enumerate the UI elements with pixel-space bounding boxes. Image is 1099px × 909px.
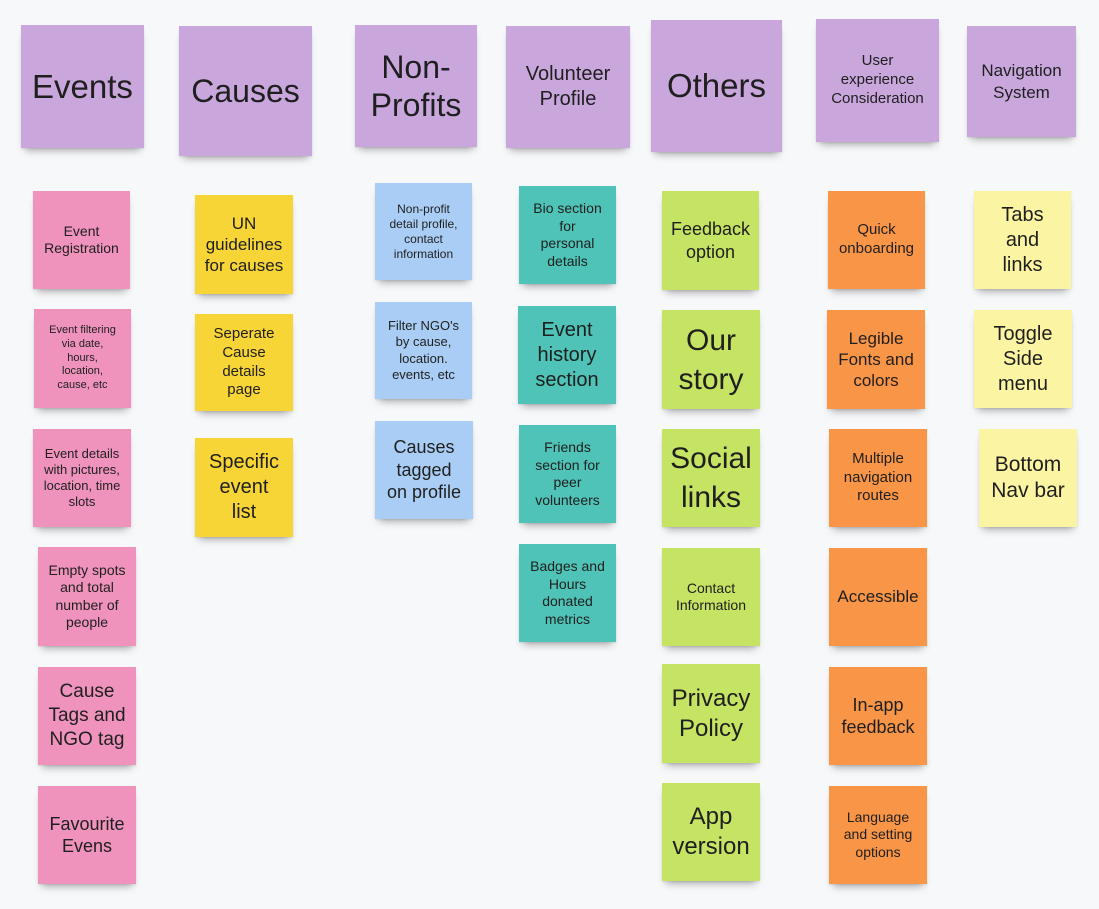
header-note-user-experience[interactable]: User experience Consideration [816,19,939,142]
note-text: Event history section [535,318,599,391]
note-text: Seperate Cause details page [213,325,275,399]
note-bottom-nav-bar[interactable]: Bottom Nav bar [979,429,1077,527]
header-note-causes[interactable]: Causes [179,26,312,156]
note-event-registration[interactable]: Event Registration [33,191,130,289]
note-in-app-feedback[interactable]: In-app feedback [829,667,927,765]
note-quick-onboarding[interactable]: Quick onboarding [828,191,925,289]
header-label: Navigation System [981,61,1062,102]
note-tabs-and-links[interactable]: Tabs and links [974,191,1071,289]
note-text: Legible Fonts and colors [838,328,914,391]
note-filter-ngos[interactable]: Filter NGO's by cause, location. events,… [375,302,472,399]
note-text: Privacy Policy [671,684,751,742]
note-social-links[interactable]: Social links [662,429,760,527]
note-text: UN guidelines for causes [204,213,284,276]
note-non-profit-detail[interactable]: Non-profit detail profile, contact infor… [375,183,472,280]
header-note-non-profits[interactable]: Non- Profits [355,25,477,147]
note-text: Non-profit detail profile, contact infor… [389,201,458,261]
note-empty-spots[interactable]: Empty spots and total number of people [38,547,136,646]
header-note-navigation-system[interactable]: Navigation System [967,26,1076,137]
note-specific-event-list[interactable]: Specific event list [195,438,293,537]
note-friends-section[interactable]: Friends section for peer volunteers [519,425,616,523]
note-text: Favourite Evens [49,813,125,857]
note-text: Our story [678,323,744,396]
header-label: Non- Profits [370,48,462,123]
note-text: Friends section for peer volunteers [535,439,600,508]
note-text: Social links [670,442,752,514]
note-text: Quick onboarding [838,221,915,257]
note-text: Multiple navigation routes [843,449,913,505]
note-language-settings[interactable]: Language and setting options [829,786,927,884]
note-text: Accessible [837,587,919,607]
header-label: Causes [191,73,300,109]
note-event-filtering[interactable]: Event filtering via date, hours, locatio… [34,309,131,408]
note-causes-tagged[interactable]: Causes tagged on profile [375,421,473,519]
header-label: Others [666,67,767,105]
header-label: Events [32,67,133,105]
note-un-guidelines[interactable]: UN guidelines for causes [195,195,293,294]
header-note-events[interactable]: Events [21,25,144,148]
note-text: Tabs and links [1001,203,1044,276]
note-seperate-cause-details[interactable]: Seperate Cause details page [195,314,293,411]
note-text: Causes tagged on profile [386,437,462,503]
note-cause-tags[interactable]: Cause Tags and NGO tag [38,667,136,765]
note-text: Cause Tags and NGO tag [48,681,126,750]
note-text: Bottom Nav bar [991,452,1065,502]
note-event-details[interactable]: Event details with pictures, location, t… [33,429,131,527]
header-label: User experience Consideration [831,52,924,107]
note-badges-hours[interactable]: Badges and Hours donated metrics [519,544,616,642]
note-app-version[interactable]: App version [662,783,760,881]
note-favourite-evens[interactable]: Favourite Evens [38,786,136,884]
note-toggle-side-menu[interactable]: Toggle Side menu [974,310,1072,408]
note-multiple-navigation[interactable]: Multiple navigation routes [829,429,927,527]
note-text: Event filtering via date, hours, locatio… [49,324,116,392]
note-text: Event Registration [44,222,119,257]
note-text: Contact Information [675,579,747,614]
note-feedback-option[interactable]: Feedback option [662,191,759,290]
note-privacy-policy[interactable]: Privacy Policy [662,664,760,763]
note-our-story[interactable]: Our story [662,310,760,409]
header-label: Volunteer Profile [525,63,611,110]
note-accessible[interactable]: Accessible [829,548,927,646]
note-text: Toggle Side menu [993,322,1053,395]
note-text: Feedback option [670,219,751,262]
note-text: Filter NGO's by cause, location. events,… [387,318,460,382]
note-text: In-app feedback [841,694,915,738]
note-text: Badges and Hours donated metrics [530,558,605,627]
note-text: Empty spots and total number of people [48,561,126,631]
note-text: Specific event list [208,451,280,523]
note-text: App version [672,803,750,860]
note-legible-fonts[interactable]: Legible Fonts and colors [827,310,925,409]
note-text: Bio section for personal details [533,200,602,269]
note-contact-information[interactable]: Contact Information [662,548,760,646]
note-event-history[interactable]: Event history section [518,306,616,404]
note-text: Event details with pictures, location, t… [43,445,121,510]
note-bio-section[interactable]: Bio section for personal details [519,186,616,284]
header-note-others[interactable]: Others [651,20,782,152]
note-text: Language and setting options [843,808,913,860]
header-note-volunteer-profile[interactable]: Volunteer Profile [506,26,630,148]
